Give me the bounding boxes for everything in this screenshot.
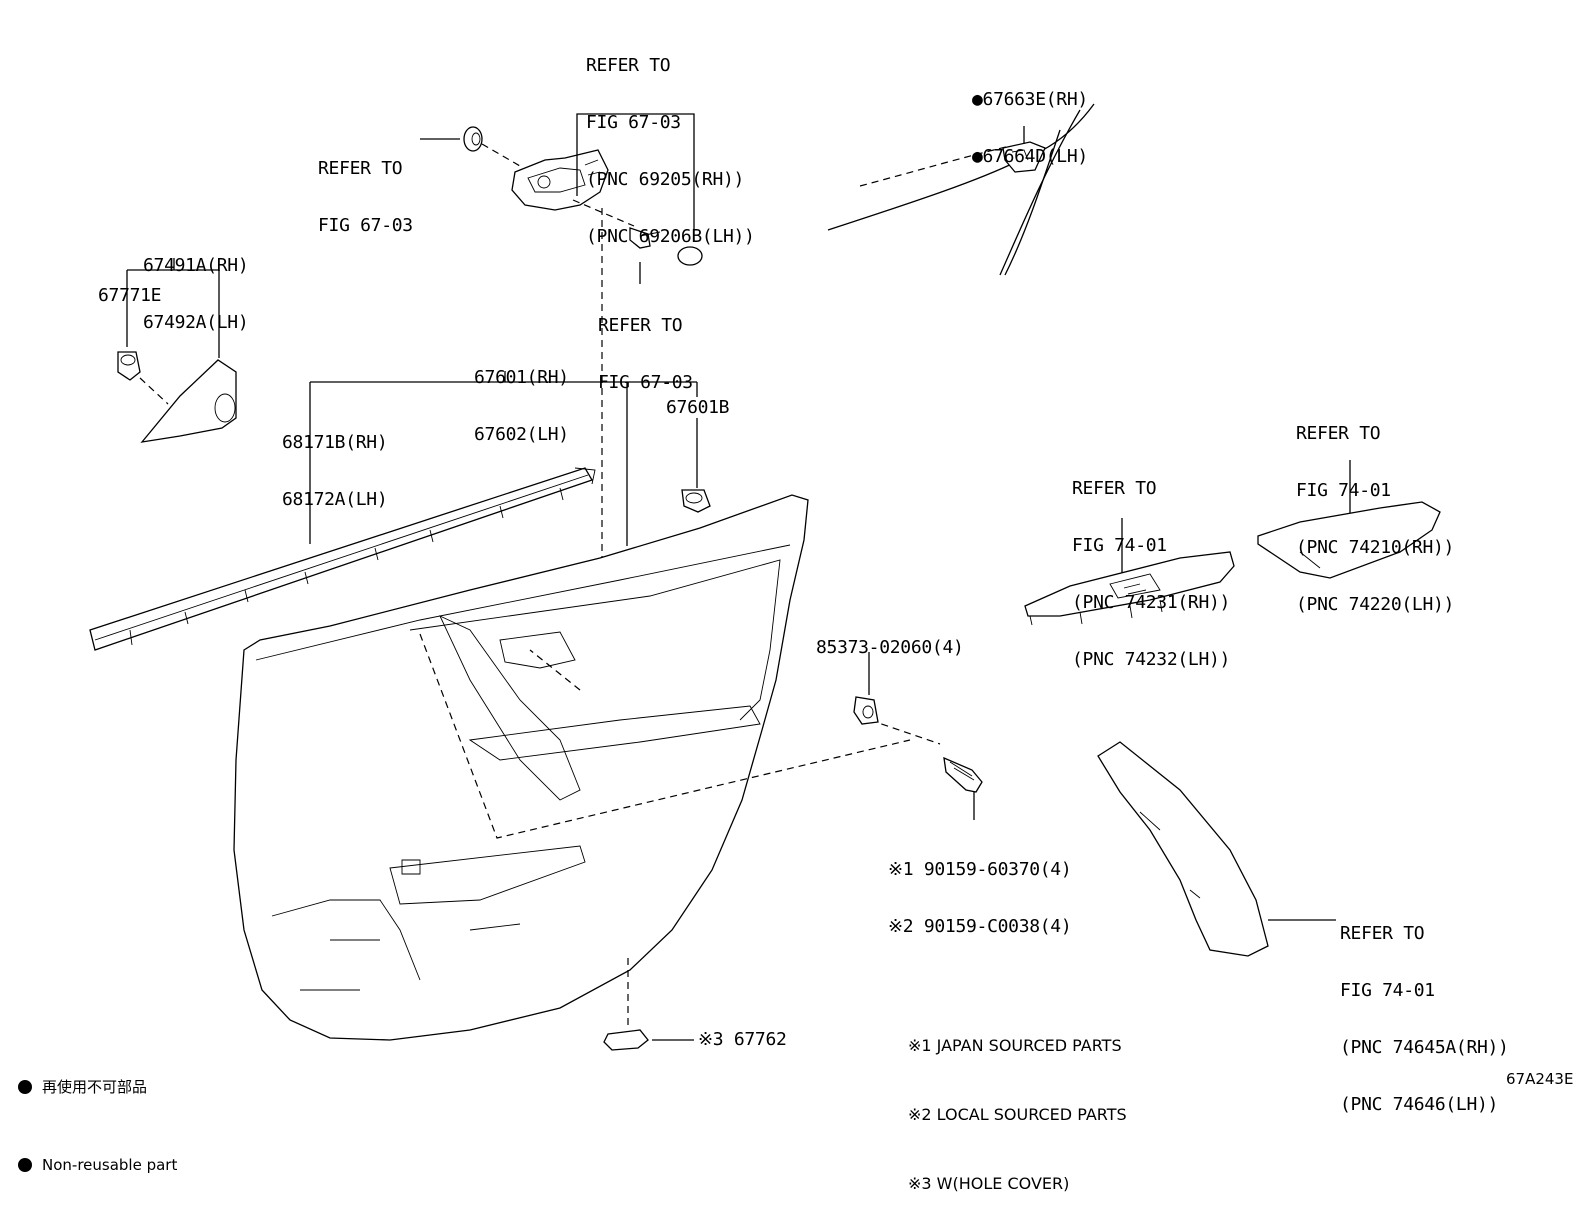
- weatherstrip-line-2: 68172A(LH): [282, 489, 388, 510]
- handle-ref-label: REFER TO FIG 67-03 (PNC 69205(RH)) (PNC …: [586, 18, 755, 265]
- clip-ref-line-2: FIG 67-03: [318, 215, 413, 236]
- switch-base-ref-label: REFER TO FIG 74-01 (PNC 74231(RH)) (PNC …: [1072, 441, 1230, 688]
- armrest-ref-label: REFER TO FIG 74-01 (PNC 74210(RH)) (PNC …: [1296, 386, 1454, 633]
- door-trim-board-part: [233, 494, 809, 1041]
- clip-67601b-label: 67601B: [666, 397, 730, 418]
- weatherstrip-part: [89, 467, 596, 651]
- switch-base-ref-line-1: REFER TO: [1072, 478, 1157, 499]
- legend-row-en: Non-reusable part: [18, 1152, 177, 1178]
- armrest-ref-line-1: REFER TO: [1296, 423, 1381, 444]
- note-3: ※3 W(HOLE COVER): [908, 1174, 1070, 1193]
- switch-base-part: [1024, 551, 1235, 626]
- board-line-1: 67601(RH): [474, 367, 569, 388]
- legend-dot-icon: [18, 1158, 32, 1172]
- armrest-ref-line-4: (PNC 74220(LH)): [1296, 594, 1455, 615]
- nut-label: 85373-02060(4): [816, 637, 964, 658]
- note-2: ※2 LOCAL SOURCED PARTS: [908, 1105, 1127, 1124]
- legend-block: 再使用不可部品 Non-reusable part: [18, 1022, 177, 1204]
- legend-row-jp: 再使用不可部品: [18, 1074, 177, 1100]
- screws-line-1: ※1 90159-60370(4): [888, 859, 1072, 880]
- protector-top-line-1: ●67663E(RH): [972, 89, 1088, 110]
- armrest-ref-line-3: (PNC 74210(RH)): [1296, 537, 1455, 558]
- legend-dot-icon: [18, 1080, 32, 1094]
- clip-ref-line-1: REFER TO: [318, 158, 403, 179]
- protector-top-part: [1002, 141, 1046, 173]
- screw-cap: [677, 246, 703, 266]
- handle-ref-line-4: (PNC 69206B(LH)): [586, 226, 755, 247]
- handle-clip: [463, 126, 483, 152]
- armrest-ref-line-2: FIG 74-01: [1296, 480, 1391, 501]
- lower-panel-ref-line-1: REFER TO: [1340, 923, 1425, 944]
- screws-label: ※1 90159-60370(4) ※2 90159-C0038(4): [888, 822, 1072, 955]
- screws-line-2: ※2 90159-C0038(4): [888, 916, 1072, 937]
- clip-67771-label: 67771E: [98, 285, 162, 306]
- lower-panel-part: [1097, 741, 1269, 957]
- mirror-cover-line-2: 67492A(LH): [143, 312, 249, 333]
- protector-top-line-2: ●67664D(LH): [972, 146, 1088, 167]
- screw-part: [943, 756, 983, 793]
- legend-jp-text: 再使用不可部品: [42, 1078, 148, 1096]
- inside-handle-part: [511, 149, 609, 211]
- screw-ref-label: REFER TO FIG 67-03: [598, 278, 693, 411]
- hole-cover-label: ※3 67762: [698, 1029, 787, 1050]
- clip-ref-label: REFER TO FIG 67-03: [318, 121, 413, 254]
- protector-top-label: ●67663E(RH) ●67664D(LH): [972, 52, 1088, 185]
- nut-part: [853, 696, 879, 725]
- diagram-code: 67A243E: [1506, 1070, 1574, 1088]
- mirror-cover-part: [140, 359, 237, 443]
- weatherstrip-label: 68171B(RH) 68172A(LH): [282, 395, 388, 528]
- handle-ref-line-1: REFER TO: [586, 55, 671, 76]
- switch-base-ref-line-2: FIG 74-01: [1072, 535, 1167, 556]
- board-line-2: 67602(LH): [474, 424, 569, 445]
- lower-panel-ref-line-2: FIG 74-01: [1340, 980, 1435, 1001]
- clip-67771E-part: [117, 351, 141, 381]
- window-frame: [827, 103, 1095, 276]
- switch-base-ref-line-4: (PNC 74232(LH)): [1072, 649, 1231, 670]
- lower-panel-ref-label: REFER TO FIG 74-01 (PNC 74645A(RH)) (PNC…: [1340, 886, 1509, 1133]
- parts-diagram: [89, 103, 1441, 1051]
- legend-en-text: Non-reusable part: [42, 1156, 178, 1174]
- handle-ref-line-3: (PNC 69205(RH)): [586, 169, 745, 190]
- notes-block: ※1 JAPAN SOURCED PARTS ※2 LOCAL SOURCED …: [908, 988, 1127, 1218]
- switch-base-ref-line-3: (PNC 74231(RH)): [1072, 592, 1231, 613]
- handle-screw: [629, 227, 661, 249]
- lower-panel-ref-line-3: (PNC 74645A(RH)): [1340, 1037, 1509, 1058]
- screw-ref-line-2: FIG 67-03: [598, 372, 693, 393]
- hole-cover-part: [603, 1029, 649, 1051]
- note-1: ※1 JAPAN SOURCED PARTS: [908, 1036, 1122, 1055]
- weatherstrip-line-1: 68171B(RH): [282, 432, 388, 453]
- clip-67601B-part: [681, 489, 711, 513]
- board-label: 67601(RH) 67602(LH): [474, 330, 569, 463]
- mirror-cover-line-1: 67491A(RH): [143, 255, 249, 276]
- lower-panel-ref-line-4: (PNC 74646(LH)): [1340, 1094, 1499, 1115]
- handle-ref-line-2: FIG 67-03: [586, 112, 681, 133]
- mirror-cover-label: 67491A(RH) 67492A(LH): [143, 218, 249, 351]
- armrest-part: [1257, 501, 1441, 579]
- screw-ref-line-1: REFER TO: [598, 315, 683, 336]
